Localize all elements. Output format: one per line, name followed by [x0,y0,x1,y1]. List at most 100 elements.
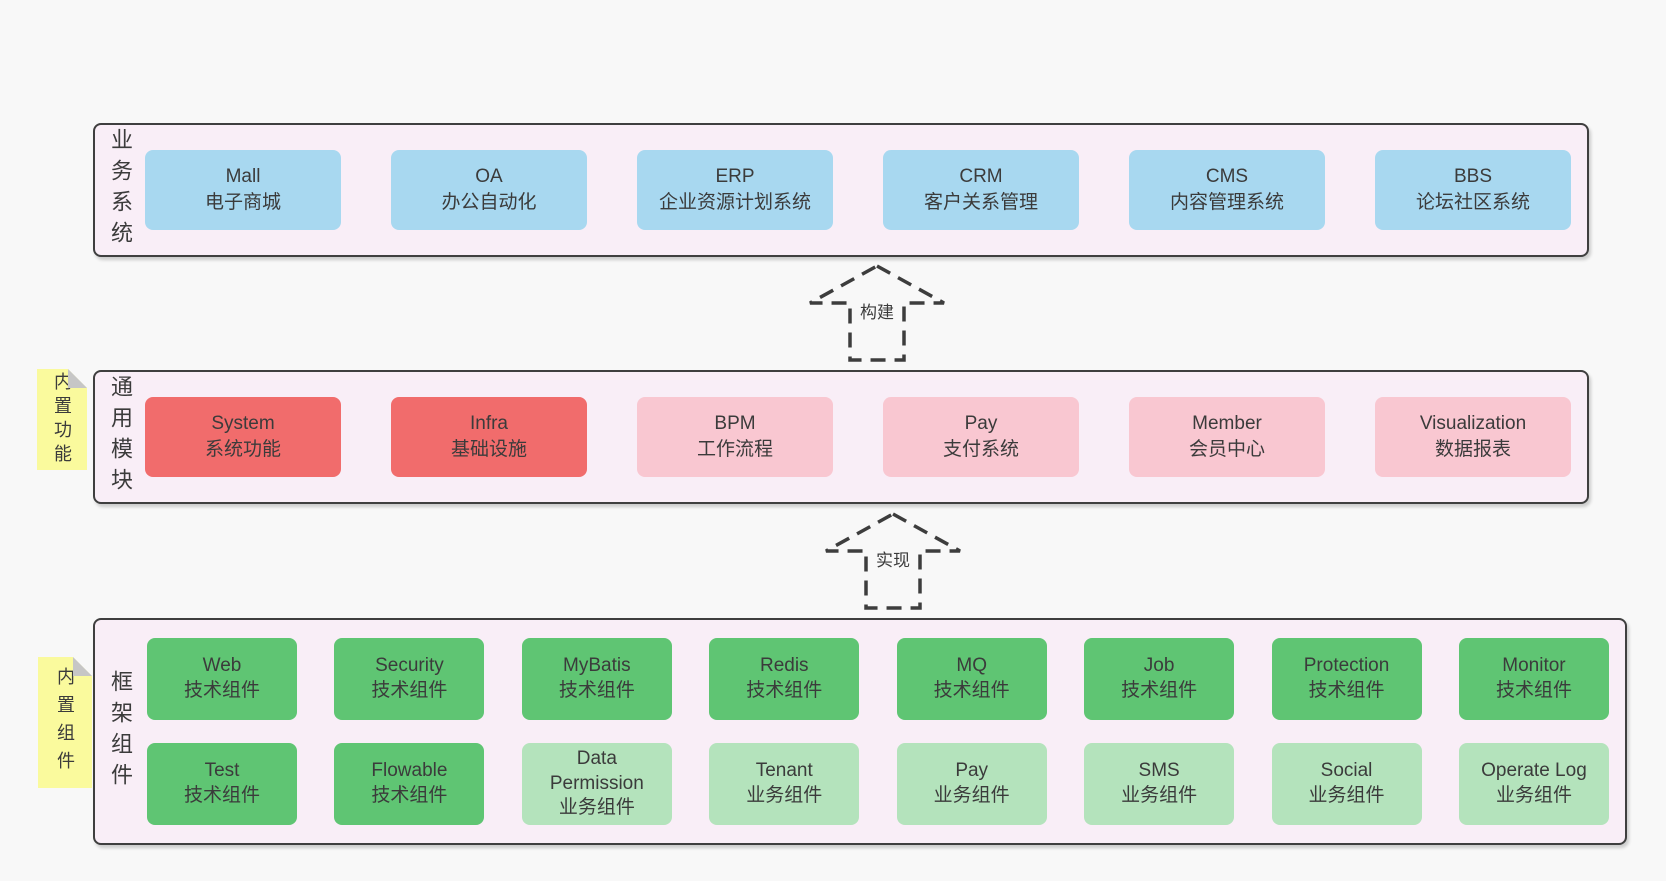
box-title: Mall [225,165,261,187]
box-title: SMS [1138,760,1180,782]
box-title: MyBatis [563,655,631,677]
arrow-implement-up: 实现 [823,511,963,611]
box-subtitle: 技术组件 [746,680,823,701]
box-system: System 系统功能 [145,397,341,477]
sticky-note-builtin-features: 内置功能 [37,369,87,470]
box-job: Job 技术组件 [1084,638,1235,720]
box-subtitle: 业务组件 [1308,785,1385,806]
box-subtitle: 基础设施 [450,439,527,460]
box-title: Web [202,655,242,677]
box-oa: OA 办公自动化 [391,150,587,230]
box-data-permission: Data Permission 业务组件 [521,743,672,825]
box-subtitle: 技术组件 [183,785,260,806]
box-subtitle: 技术组件 [558,680,635,701]
section-business-systems: 业务系统 Mall 电子商城 OA 办公自动化 ERP 企业资源计划系统 CRM… [93,123,1589,257]
arrow-build-up: 构建 [807,263,947,363]
business-boxes: Mall 电子商城 OA 办公自动化 ERP 企业资源计划系统 CRM 客户关系… [145,150,1571,230]
box-subtitle: 会员中心 [1188,439,1265,460]
module-boxes: System 系统功能 Infra 基础设施 BPM 工作流程 Pay 支付系统… [145,397,1571,477]
sticky-note-label: 内置功能 [52,371,72,468]
folded-corner-icon [73,657,92,676]
box-subtitle: 支付系统 [942,439,1019,460]
box-protection: Protection 技术组件 [1271,638,1422,720]
box-subtitle: 办公自动化 [441,192,537,213]
box-pay-module: Pay 支付系统 [883,397,1079,477]
box-mall: Mall 电子商城 [145,150,341,230]
box-title: MQ [956,655,987,677]
box-sms: SMS 业务组件 [1084,743,1235,825]
box-title: Pay [964,412,998,434]
box-bbs: BBS 论坛社区系统 [1375,150,1571,230]
box-subtitle: 系统功能 [204,439,281,460]
box-title: OA [475,165,503,187]
box-title: BPM [714,412,756,434]
box-subtitle: 客户关系管理 [923,192,1038,213]
section-common-modules: 通用模块 System 系统功能 Infra 基础设施 BPM 工作流程 Pay… [93,370,1589,504]
section-label-business: 业务系统 [108,128,133,252]
box-title: Tenant [755,760,813,782]
box-web: Web 技术组件 [147,638,297,720]
box-title: Monitor [1502,655,1566,677]
box-subtitle: 技术组件 [371,785,448,806]
arrow-build-label: 构建 [857,297,897,324]
box-cms: CMS 内容管理系统 [1129,150,1325,230]
box-title: BBS [1453,165,1493,187]
box-title: Data Permission [549,747,644,794]
box-redis: Redis 技术组件 [709,638,860,720]
box-subtitle: 论坛社区系统 [1415,192,1530,213]
box-title: System [211,412,275,434]
box-title: Member [1192,412,1262,434]
box-pay-component: Pay 业务组件 [896,743,1047,825]
box-title: Flowable [371,760,448,782]
box-subtitle: 技术组件 [1308,680,1385,701]
box-title: Test [204,760,240,782]
box-title: Security [375,655,444,677]
box-subtitle: 技术组件 [371,680,448,701]
box-subtitle: 数据报表 [1434,439,1511,460]
box-title: Redis [759,655,809,677]
box-title: Job [1143,655,1175,677]
box-mq: MQ 技术组件 [896,638,1047,720]
box-visualization: Visualization 数据报表 [1375,397,1571,477]
sticky-note-label: 内置组件 [55,666,75,779]
box-title: CRM [959,165,1003,187]
box-subtitle: 电子商城 [204,192,281,213]
section-label-modules: 通用模块 [108,375,133,499]
box-subtitle: 业务组件 [746,785,823,806]
box-subtitle: 技术组件 [933,680,1010,701]
box-flowable: Flowable 技术组件 [334,743,485,825]
box-subtitle: 企业资源计划系统 [658,192,811,213]
box-member: Member 会员中心 [1129,397,1325,477]
component-grid: Web 技术组件 Security 技术组件 MyBatis 技术组件 Redi… [147,638,1609,825]
folded-corner-icon [68,369,87,388]
box-subtitle: 业务组件 [1121,785,1198,806]
box-infra: Infra 基础设施 [391,397,587,477]
box-subtitle: 业务组件 [558,797,635,819]
box-subtitle: 技术组件 [1121,680,1198,701]
component-row-tech: Web 技术组件 Security 技术组件 MyBatis 技术组件 Redi… [147,638,1609,720]
box-subtitle: 内容管理系统 [1169,192,1284,213]
component-row-business: Test 技术组件 Flowable 技术组件 Data Permission … [147,743,1609,825]
box-operate-log: Operate Log 业务组件 [1458,743,1609,825]
box-security: Security 技术组件 [334,638,485,720]
box-title: CMS [1205,165,1249,187]
box-subtitle: 业务组件 [1495,785,1572,806]
sticky-note-builtin-components: 内置组件 [38,657,92,788]
box-mybatis: MyBatis 技术组件 [521,638,672,720]
box-monitor: Monitor 技术组件 [1458,638,1609,720]
box-title: Infra [469,412,509,434]
box-erp: ERP 企业资源计划系统 [637,150,833,230]
box-subtitle: 技术组件 [1495,680,1572,701]
box-title: Social [1320,760,1373,782]
box-title: ERP [715,165,755,187]
box-title: Operate Log [1481,760,1587,782]
arrow-implement-label: 实现 [873,545,913,572]
box-title: Protection [1303,655,1390,677]
box-title: Visualization [1419,412,1527,434]
box-bpm: BPM 工作流程 [637,397,833,477]
box-subtitle: 业务组件 [933,785,1010,806]
section-framework-components: 框架组件 Web 技术组件 Security 技术组件 MyBatis 技术组件… [93,618,1627,845]
section-label-components: 框架组件 [108,669,133,794]
box-tenant: Tenant 业务组件 [709,743,860,825]
